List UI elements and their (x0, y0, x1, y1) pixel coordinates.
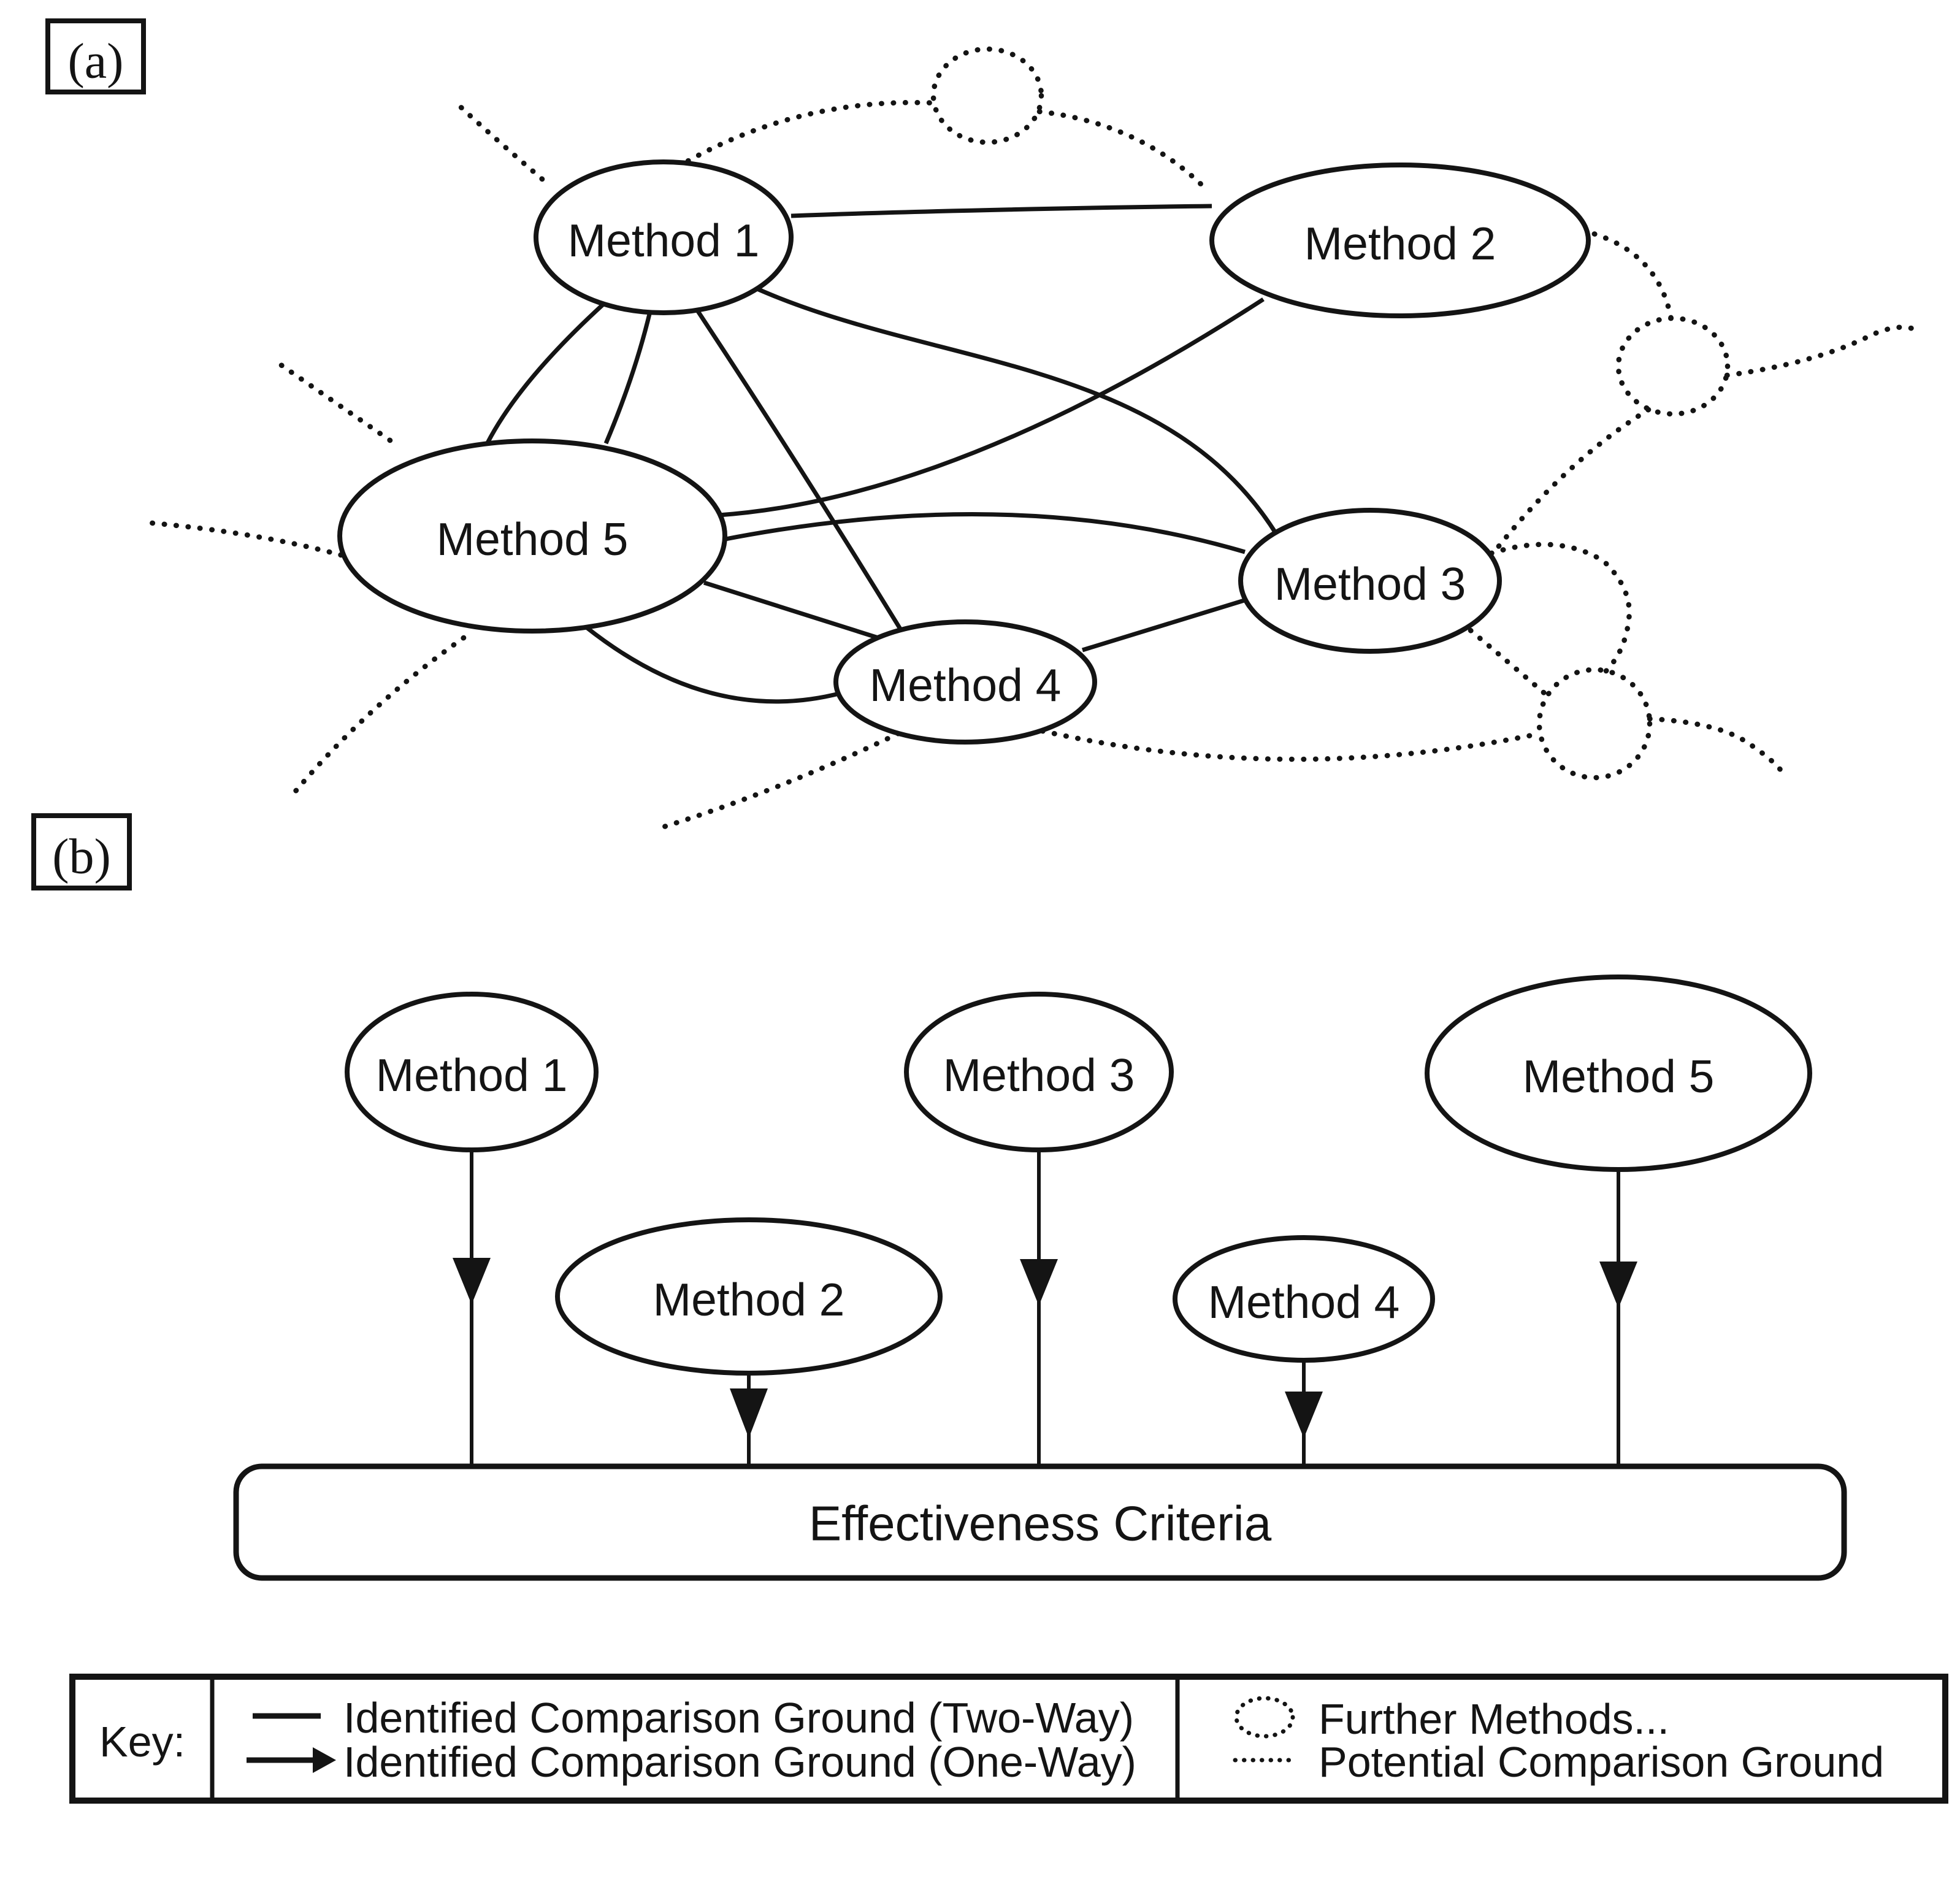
panel-a-nodes: Method 1 Method 2 Method 3 Method 4 Meth… (337, 159, 1591, 745)
edge-m1-m5-right (603, 311, 653, 445)
dotted-ray-m5-upper-left (272, 358, 393, 443)
method-3-label-b: Method 3 (943, 1049, 1135, 1101)
key-title: Key: (99, 1718, 185, 1766)
arrow-head-m3 (1020, 1259, 1058, 1306)
dotted-link-m1-top-circle (675, 99, 938, 170)
method-1-label-b: Method 1 (376, 1049, 568, 1101)
effectiveness-criteria-bar (233, 1463, 1847, 1581)
dotted-ray-m5-left (143, 519, 344, 558)
method-1-label-a: Method 1 (568, 215, 760, 266)
method-4-node-a (833, 619, 1097, 745)
key-entry-two-way: Identified Comparison Ground (Two-Way) (343, 1694, 1134, 1742)
method-4-label-a: Method 4 (870, 659, 1062, 711)
dotted-ray-m4-lower-left (653, 730, 902, 832)
edge-m1-m2 (791, 204, 1212, 218)
one-way-arrows (453, 1150, 1637, 1466)
key-entry-potential: Potential Comparison Ground (1319, 1738, 1884, 1786)
dotted-link-m3-bottom-circle (1468, 627, 1547, 696)
effectiveness-criteria-label: Effectiveness Criteria (809, 1496, 1272, 1551)
method-1-node-b (345, 992, 599, 1152)
edge-m5-m4-curve (584, 625, 842, 704)
further-methods-circle-right (1615, 315, 1731, 417)
further-methods-circle-top (930, 46, 1044, 145)
method-5-node-b (1425, 975, 1812, 1172)
dotted-loop-m3-bottom-circle (1488, 542, 1632, 675)
panel-b-label: (b) (52, 829, 111, 884)
edge-m5-m4-straight (703, 580, 879, 640)
method-3-label-a: Method 3 (1274, 558, 1466, 610)
further-methods-circle-bottom-right (1536, 667, 1653, 781)
arrow-head-m2 (730, 1388, 768, 1438)
arrow-head-m4 (1285, 1392, 1323, 1438)
method-3-node-a (1238, 508, 1502, 654)
edge-m1-m5-left (485, 302, 606, 444)
method-2-label-a: Method 2 (1304, 218, 1496, 269)
key-entry-further-methods: Further Methods... (1319, 1695, 1669, 1743)
method-4-node-b (1173, 1235, 1435, 1363)
method-3-node-b (904, 992, 1174, 1152)
edge-m4-m3 (1081, 597, 1247, 653)
method-5-label-a: Method 5 (437, 513, 629, 565)
panel-a: (a) (45, 18, 1923, 832)
method-2-node-b (555, 1217, 943, 1376)
identified-comparison-edges (485, 204, 1279, 704)
dotted-link-m4-bottom-circle (1039, 728, 1544, 762)
key-box (69, 1674, 1948, 1804)
panel-a-label: (a) (67, 33, 123, 89)
edge-m5-m3 (722, 512, 1246, 554)
panel-a-label-box (45, 18, 146, 94)
edge-m1-m4 (694, 307, 905, 634)
panel-b-nodes: Method 1 Method 2 Method 3 Method 4 Meth… (345, 975, 1812, 1376)
method-2-node-a (1209, 163, 1591, 318)
dotted-tail-right-circle (1724, 324, 1923, 378)
panel-b-label-box (31, 813, 132, 890)
method-2-label-b: Method 2 (653, 1274, 845, 1325)
dotted-link-top-circle-m2 (1036, 109, 1204, 187)
arrow-head-m5 (1599, 1262, 1637, 1308)
dotted-ray-m1-upper-left (452, 99, 545, 182)
method-5-label-b: Method 5 (1523, 1051, 1715, 1102)
potential-comparison-grounds-a (143, 99, 1923, 832)
panel-b: (b) Method 1 Method 2 Method 3 Method 4 (31, 813, 1847, 1581)
edge-m1-m3 (752, 285, 1279, 536)
dotted-link-right-circle-m3 (1495, 407, 1652, 551)
key-symbol-arrow-head (313, 1747, 336, 1773)
dotted-ray-m5-lower-left (293, 635, 467, 794)
method-1-node-a (534, 159, 794, 315)
arrow-head-m1 (453, 1258, 491, 1304)
key: Key: Identified Comparison Ground (Two-W… (69, 1674, 1948, 1804)
method-4-label-b: Method 4 (1208, 1276, 1400, 1328)
further-methods-placeholders (930, 46, 1731, 781)
method-5-node-a (337, 438, 727, 634)
dotted-tail-bottom-circle (1647, 716, 1788, 778)
edge-m2-m5 (718, 297, 1265, 518)
key-entry-one-way: Identified Comparison Ground (One-Way) (343, 1738, 1136, 1786)
key-symbol-dotted-circle (1234, 1696, 1295, 1739)
